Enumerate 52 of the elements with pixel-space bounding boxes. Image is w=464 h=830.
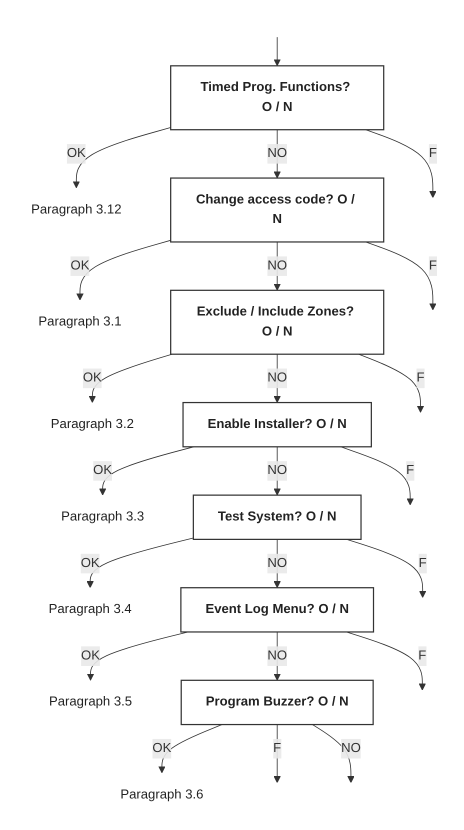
- arrow: [340, 446, 414, 506]
- edge-label: F: [418, 648, 426, 663]
- node-text: Paragraph 3.1: [38, 315, 122, 329]
- node-box: Enable Installer? O / N: [182, 402, 372, 448]
- node-text: Paragraph 3.2: [50, 417, 134, 432]
- edge-label: F: [406, 464, 414, 478]
- arrow: [274, 242, 281, 291]
- edge-label: NO: [267, 648, 288, 663]
- edge-label: F: [273, 742, 282, 756]
- edge-label: OK: [81, 648, 100, 663]
- node-box: Timed Prog. Functions? O / N: [170, 65, 384, 130]
- edge-label: NO: [267, 371, 288, 386]
- arrow: [274, 446, 281, 496]
- arrow: [88, 354, 172, 404]
- arrow: [158, 724, 222, 774]
- node-box: Event Log Menu? O / N: [180, 587, 374, 633]
- arrow: [274, 36, 281, 66]
- node-text: Paragraph 3.6: [120, 788, 204, 802]
- edge-label: OK: [66, 146, 86, 161]
- node-box: Program Buzzer? O / N: [180, 680, 374, 726]
- edge-label: OK: [70, 258, 90, 273]
- node-text: Paragraph 3.12: [31, 202, 122, 217]
- node-box: Test System? O / N: [192, 494, 362, 540]
- edge-label: NO: [267, 258, 288, 273]
- edge-label: F: [418, 556, 427, 570]
- arrow: [274, 354, 281, 404]
- node-text: Paragraph 3.3: [61, 510, 144, 524]
- arrow: [312, 724, 355, 784]
- edge-label: OK: [80, 556, 100, 570]
- node-text: Paragraph 3.5: [48, 695, 132, 710]
- arrow: [76, 240, 172, 301]
- edge-label: OK: [82, 371, 102, 386]
- arrow: [274, 539, 281, 588]
- arrow: [274, 129, 281, 179]
- arrow: [86, 538, 194, 588]
- edge-label: OK: [152, 742, 172, 756]
- edge-label: NO: [267, 146, 288, 161]
- arrow: [274, 632, 281, 681]
- edge-label: F: [416, 371, 425, 386]
- edge-label: F: [428, 146, 437, 161]
- edge-label: F: [428, 258, 437, 273]
- edge-label: NO: [267, 464, 288, 478]
- node-text: Paragraph 3.4: [48, 602, 132, 617]
- edge-label: NO: [267, 556, 288, 570]
- arrow: [365, 129, 436, 198]
- node-box: Exclude / Include Zones? O / N: [170, 290, 384, 355]
- edge-label: OK: [93, 464, 112, 478]
- arrow: [72, 127, 172, 188]
- edge-label: NO: [341, 742, 361, 756]
- arrow: [274, 724, 281, 784]
- node-box: Change access code? O / N: [170, 178, 384, 243]
- arrow: [358, 354, 424, 413]
